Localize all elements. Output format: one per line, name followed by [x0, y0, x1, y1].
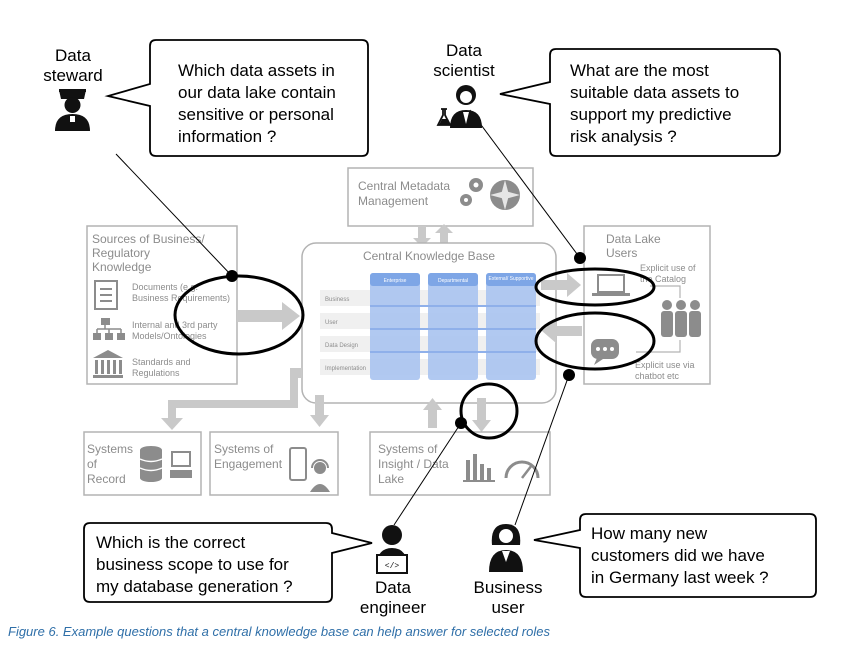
figure-caption: Figure 6. Example questions that a centr… — [8, 624, 550, 639]
chatbot-note-2: chatbot etc — [635, 371, 680, 381]
sources-title-3: Knowledge — [92, 260, 152, 274]
catalog-connector — [650, 285, 681, 298]
scientist-speech-bubble: What are the most suitable data assets t… — [499, 48, 781, 157]
database-icon — [139, 446, 163, 482]
central-metadata-box: Central Metadata Management — [347, 167, 534, 227]
scientist-question-1: What are the most — [570, 61, 709, 80]
record-label-1: Systems — [87, 442, 133, 456]
engineer-question-3: my database generation ? — [96, 577, 293, 596]
business-question-2: customers did we have — [591, 546, 765, 565]
headset-icon — [310, 459, 330, 492]
ckb-col-enterprise: Enterprise — [384, 278, 407, 284]
business-user-role: Business user — [474, 524, 543, 617]
gears-icon — [460, 178, 483, 206]
business-question-1: How many new — [591, 524, 708, 543]
pointer-dots — [226, 252, 586, 429]
data-engineer-role: </> Data engineer — [360, 525, 427, 617]
insight-label-3: Lake — [378, 472, 404, 486]
metadata-label-1: Central Metadata — [358, 179, 450, 193]
engineer-question-1: Which is the correct — [96, 533, 246, 552]
ckb-row-user: User — [325, 320, 338, 326]
engineer-label-1: Data — [375, 578, 411, 597]
business-question-3: in Germany last week ? — [591, 568, 769, 587]
models-label-1: Internal and 3rd party — [132, 320, 218, 330]
systems-of-engagement-box: Systems of Engagement — [209, 431, 339, 496]
ckb-col-departmental: Departmental — [438, 278, 468, 284]
steward-label-1: Data — [55, 46, 91, 65]
sources-title-1: Sources of Business/ — [92, 232, 205, 246]
ckb-row-data-design: Data Design — [325, 343, 358, 349]
ckb-title: Central Knowledge Base — [363, 249, 495, 263]
checklist-icon — [94, 280, 118, 310]
people-icon — [661, 300, 701, 337]
engineer-question-2: business scope to use for — [96, 555, 289, 574]
business-label-2: user — [491, 598, 524, 617]
ckb-row-business: Business — [325, 297, 349, 303]
systems-of-insight-box: Systems of Insight / Data Lake — [369, 431, 551, 496]
svg-text:</>: </> — [385, 562, 400, 571]
laptop-icon — [592, 274, 630, 296]
sources-box: Sources of Business/ Regulatory Knowledg… — [86, 225, 238, 385]
engineer-icon: </> — [376, 525, 408, 574]
mobile-phone-icon — [289, 447, 307, 481]
bank-icon — [93, 350, 123, 378]
engagement-label-2: Engagement — [214, 457, 283, 471]
engineer-label-2: engineer — [360, 598, 427, 617]
record-label-3: Record — [87, 472, 126, 486]
ckb-user-arrows — [541, 273, 582, 343]
engineer-speech-bubble: Which is the correct business scope to u… — [83, 522, 373, 603]
standards-label-1: Standards and — [132, 357, 191, 367]
bar-chart-icon — [463, 454, 495, 482]
steward-question-2: our data lake contain — [178, 83, 336, 102]
metadata-label-2: Management — [358, 194, 429, 208]
chat-icon — [591, 339, 619, 365]
data-steward-role: Data steward — [43, 46, 103, 131]
systems-arrows — [161, 368, 491, 432]
business-label-1: Business — [474, 578, 543, 597]
engagement-label-1: Systems of — [214, 442, 274, 456]
catalog-note-2: the Catalog — [640, 274, 686, 284]
compass-icon — [490, 180, 520, 210]
business-user-icon — [489, 524, 523, 572]
data-scientist-role: Data scientist — [433, 41, 495, 128]
lake-users-title-1: Data Lake — [606, 232, 661, 246]
gauge-icon — [504, 460, 540, 479]
highlight-ellipses — [173, 267, 656, 440]
metadata-arrows — [413, 224, 453, 247]
record-label-2: of — [87, 457, 98, 471]
central-knowledge-base: Central Knowledge Base Business User Dat… — [301, 242, 557, 404]
steward-question-1: Which data assets in — [178, 61, 335, 80]
chatbot-note-1: Explicit use via — [635, 360, 695, 370]
scientist-label-2: scientist — [433, 61, 495, 80]
ckb-row-implementation: Implementation — [325, 366, 366, 372]
scientist-question-2: suitable data assets to — [570, 83, 739, 102]
org-chart-icon — [93, 318, 125, 340]
business-speech-bubble: How many new customers did we have in Ge… — [533, 513, 817, 598]
pointer-lines — [115, 109, 581, 526]
scientist-icon — [436, 85, 482, 128]
steward-speech-bubble: Which data assets in our data lake conta… — [104, 39, 369, 157]
scientist-label-1: Data — [446, 41, 482, 60]
steward-question-4: information ? — [178, 127, 276, 146]
insight-label-2: Insight / Data — [378, 457, 449, 471]
sources-to-ckb-arrow — [237, 302, 300, 330]
steward-question-3: sensitive or personal — [178, 105, 334, 124]
sources-title-2: Regulatory — [92, 246, 150, 260]
systems-of-record-box: Systems of Record — [83, 431, 202, 496]
catalog-note-1: Explicit use of — [640, 263, 696, 273]
insight-label-1: Systems of — [378, 442, 438, 456]
models-label-2: Models/Ontologies — [132, 331, 207, 341]
keyboard-icon — [170, 451, 192, 478]
scientist-question-4: risk analysis ? — [570, 127, 677, 146]
standards-label-2: Regulations — [132, 368, 180, 378]
scientist-question-3: support my predictive — [570, 105, 732, 124]
steward-icon — [55, 89, 90, 131]
ckb-col-external: External/ Supportive — [488, 276, 533, 282]
steward-label-2: steward — [43, 66, 103, 85]
lake-users-title-2: Users — [606, 246, 637, 260]
documents-label-1: Documents (e.g. — [132, 282, 198, 292]
